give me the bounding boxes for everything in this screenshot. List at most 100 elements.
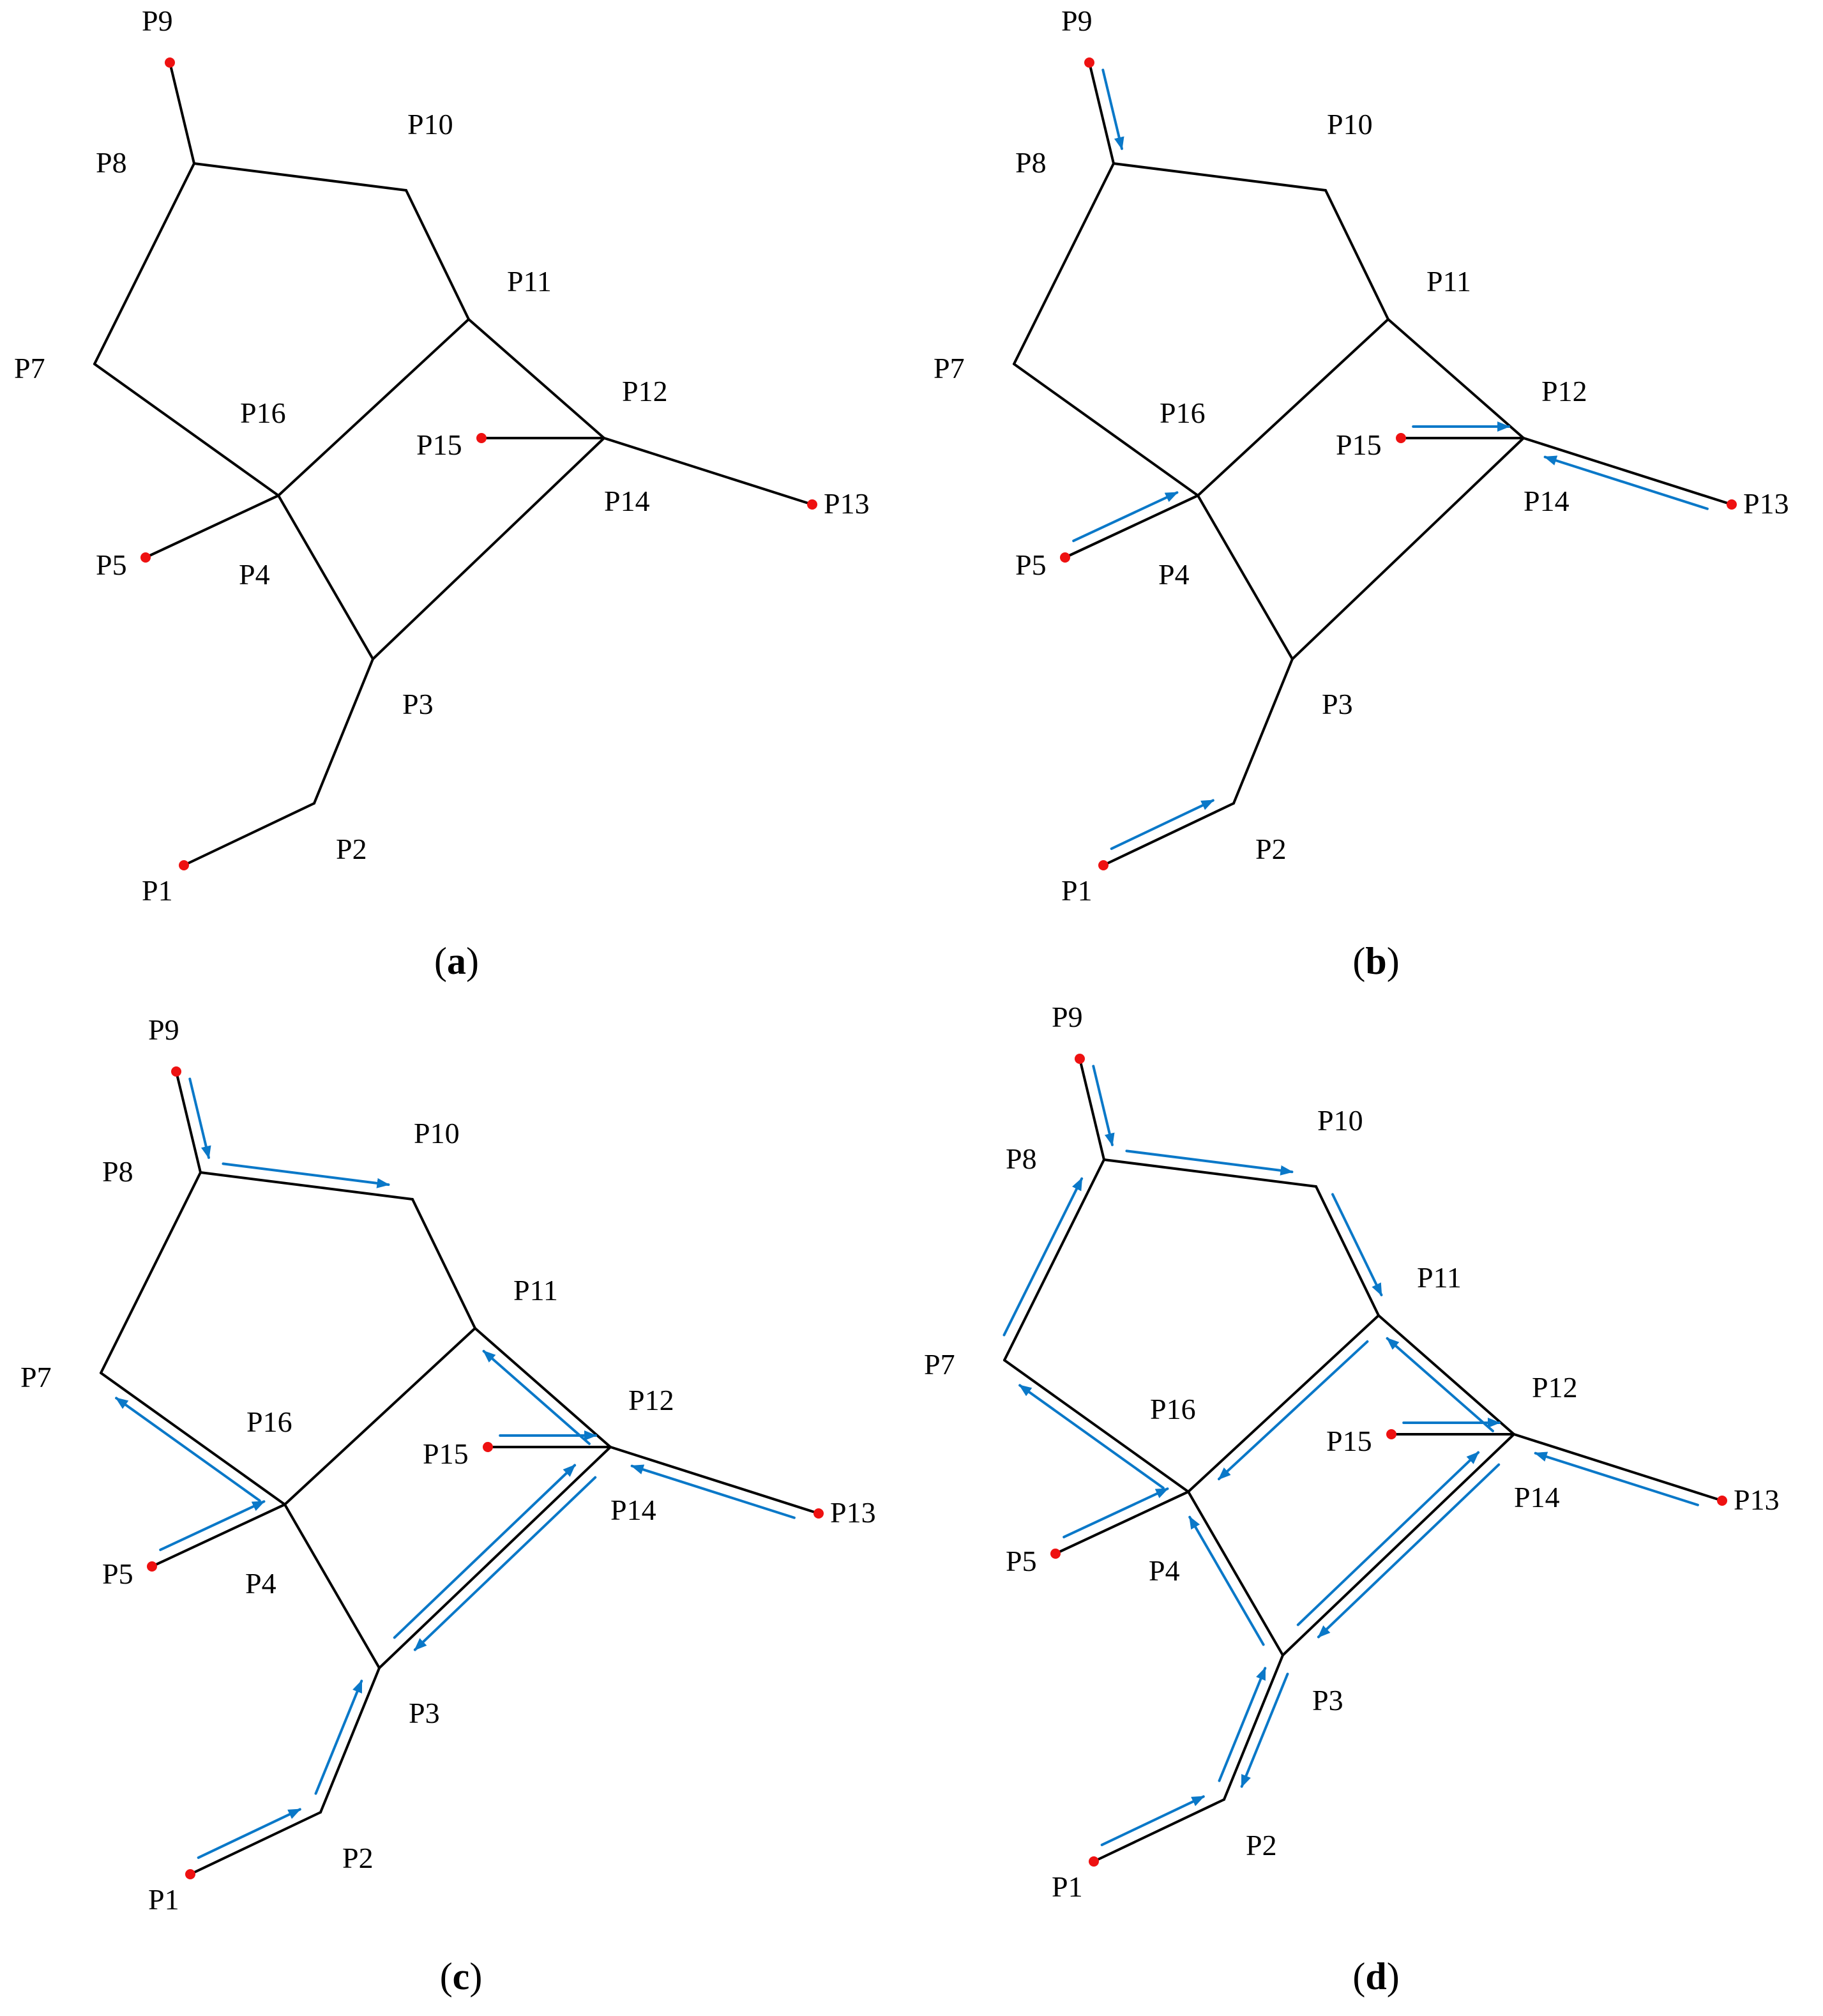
label-p10: P10 — [414, 1117, 460, 1149]
endpoint-p13 — [1727, 499, 1737, 510]
edge-p16-p7 — [1003, 1359, 1190, 1493]
edge-p8-p10 — [1112, 162, 1327, 192]
edge-p2-p3 — [1232, 658, 1294, 805]
flow-arrow-p7-to-p8 — [1002, 1177, 1084, 1337]
endpoint-p13 — [813, 1508, 824, 1519]
label-p11: P11 — [1417, 1261, 1462, 1294]
edge-p12-p3 — [372, 437, 605, 660]
edge-p16-p5 — [1054, 1490, 1190, 1555]
label-p7: P7 — [934, 352, 965, 384]
label-p13: P13 — [824, 487, 870, 520]
label-p5: P5 — [1015, 549, 1047, 581]
label-p16: P16 — [1150, 1393, 1196, 1425]
endpoint-p1 — [1098, 860, 1108, 870]
edge-p16-p7 — [1013, 363, 1199, 497]
flow-arrow-p5-to-p16 — [159, 1500, 266, 1551]
endpoint-p9 — [1084, 57, 1094, 68]
edge-p8-p9 — [1078, 1057, 1105, 1161]
label-p1: P1 — [148, 1883, 179, 1916]
edge-p12-p13 — [603, 437, 813, 506]
flow-arrow-p5-to-p16 — [1072, 491, 1179, 542]
edge-p2-p3 — [319, 1667, 381, 1814]
label-p3: P3 — [1322, 688, 1353, 720]
edge-p11-p16 — [1187, 1314, 1380, 1493]
edge-p8-p9 — [175, 1070, 202, 1174]
flow-arrow-p9-to-p8 — [188, 1077, 211, 1159]
endpoint-p1 — [1089, 1856, 1099, 1867]
label-p3: P3 — [409, 1697, 440, 1729]
flow-arrow-p3-to-p12 — [1296, 1451, 1480, 1626]
edge-p3-p16 — [1187, 1490, 1284, 1656]
edge-p8-p9 — [1088, 61, 1115, 165]
edge-p11-p16 — [284, 1327, 476, 1506]
endpoint-p13 — [1717, 1496, 1727, 1506]
label-p13: P13 — [830, 1496, 876, 1529]
flow-arrow-p13-to-p12 — [630, 1464, 796, 1519]
edge-p11-p16 — [277, 318, 470, 497]
label-p2: P2 — [1246, 1829, 1277, 1861]
caption-d: (d) — [1352, 1955, 1399, 1997]
label-p16: P16 — [240, 397, 286, 429]
edge-p11-p12 — [467, 318, 605, 439]
flow-arrow-p9-to-p8 — [1101, 68, 1124, 150]
label-p13: P13 — [1743, 487, 1789, 520]
edge-p8-p10 — [1103, 1158, 1317, 1188]
edge-p11-p12 — [1387, 318, 1525, 439]
label-p14: P14 — [604, 485, 650, 517]
label-p15: P15 — [1326, 1425, 1372, 1457]
flow-arrow-p12-to-p3 — [1317, 1463, 1501, 1639]
flow-arrow-p13-to-p12 — [1534, 1451, 1699, 1506]
label-p1: P1 — [1061, 874, 1093, 907]
edge-p12-p3 — [1282, 1433, 1515, 1656]
edge-p16-p5 — [151, 1503, 286, 1568]
flow-arrow-p3-to-p16 — [1188, 1515, 1265, 1646]
edge-p1-p2 — [189, 1811, 322, 1876]
label-p10: P10 — [407, 108, 453, 140]
endpoint-p1 — [185, 1869, 195, 1879]
flow-arrow-p12-to-p11 — [1386, 1337, 1494, 1432]
flow-arrow-p8-to-p10 — [1125, 1149, 1294, 1176]
label-p7: P7 — [14, 352, 45, 384]
flow-arrow-p2-to-p3 — [314, 1679, 363, 1795]
edge-p12-p3 — [378, 1446, 612, 1669]
endpoint-p9 — [171, 1066, 181, 1077]
label-p5: P5 — [1006, 1545, 1037, 1577]
edge-p1-p2 — [1093, 1798, 1225, 1863]
label-p16: P16 — [1160, 397, 1206, 429]
flow-arrow-p3-to-p2 — [1240, 1672, 1289, 1788]
edge-p2-p3 — [1223, 1654, 1284, 1801]
edge-p1-p2 — [183, 802, 315, 867]
label-p15: P15 — [423, 1437, 469, 1470]
label-p1: P1 — [142, 874, 173, 907]
label-p2: P2 — [1255, 833, 1287, 865]
label-p12: P12 — [628, 1384, 674, 1416]
edge-p7-p8 — [1013, 162, 1115, 365]
endpoint-p5 — [1050, 1549, 1061, 1559]
label-p13: P13 — [1734, 1483, 1780, 1516]
edge-p12-p13 — [1513, 1433, 1723, 1502]
edge-p10-p11 — [411, 1198, 476, 1330]
label-p12: P12 — [1532, 1371, 1578, 1404]
flow-arrow-p3-to-p12 — [393, 1464, 577, 1639]
endpoint-p5 — [1060, 552, 1070, 563]
label-p4: P4 — [245, 1567, 276, 1600]
label-p12: P12 — [622, 375, 668, 407]
label-p10: P10 — [1327, 108, 1373, 140]
flow-arrow-p5-to-p16 — [1063, 1487, 1169, 1538]
flow-arrow-p16-to-p7 — [1018, 1384, 1165, 1490]
label-p15: P15 — [1336, 428, 1382, 461]
edge-p8-p10 — [193, 162, 407, 192]
caption-c: (c) — [440, 1955, 483, 1997]
flow-arrow-p1-to-p2 — [197, 1808, 301, 1860]
edge-p7-p8 — [1003, 1158, 1105, 1361]
label-p8: P8 — [1006, 1142, 1037, 1175]
edge-p8-p10 — [199, 1171, 414, 1201]
label-p9: P9 — [1061, 4, 1093, 37]
endpoint-p5 — [147, 1561, 157, 1572]
label-p11: P11 — [1426, 265, 1471, 298]
edge-p12-p13 — [609, 1446, 820, 1515]
label-p9: P9 — [148, 1013, 179, 1046]
